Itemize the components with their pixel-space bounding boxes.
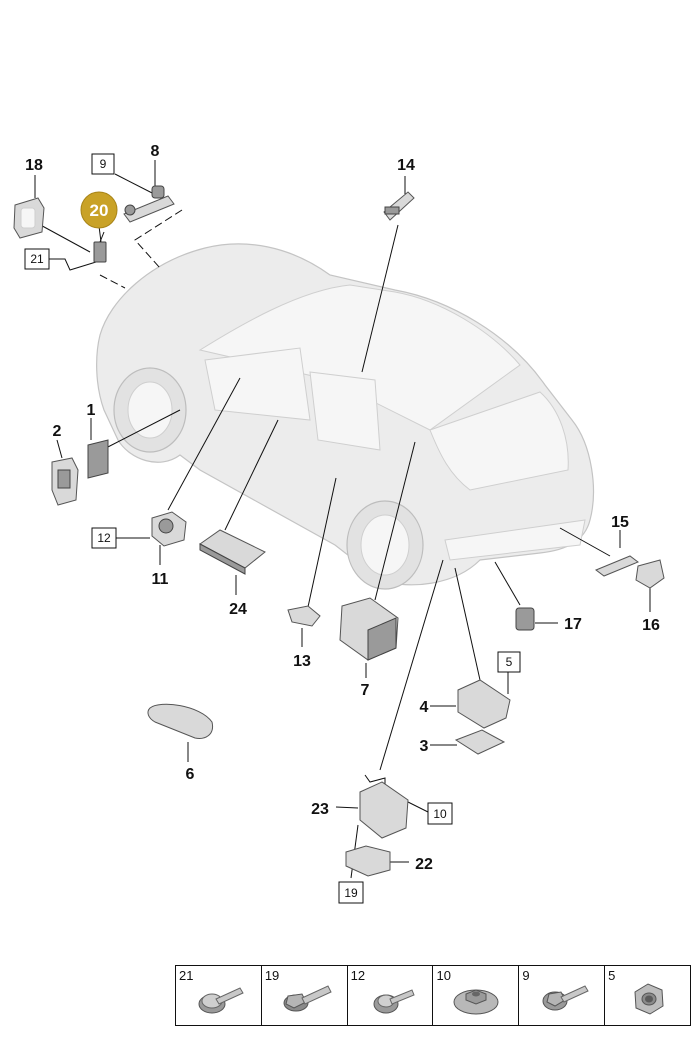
part-23-bracket	[359, 781, 409, 839]
callout-15: 15	[611, 514, 629, 531]
callout-17: 17	[564, 616, 582, 633]
part-3-plate	[454, 729, 506, 755]
collar-bolt-icon	[542, 985, 590, 1011]
flange-nut-icon	[453, 989, 499, 1015]
boxed-callout-12: 12	[91, 527, 117, 549]
badge-circle	[80, 191, 118, 229]
fastener-cell-12[interactable]: 12	[346, 965, 434, 1026]
callout-2: 2	[53, 423, 62, 440]
part-22-sensor	[345, 845, 391, 877]
parts	[13, 185, 665, 877]
callout-11: 11	[152, 571, 169, 588]
callout-1: 1	[87, 402, 96, 419]
svg-text:12: 12	[97, 531, 111, 545]
hex-bolt-icon	[283, 985, 332, 1012]
callout-8: 8	[151, 143, 160, 160]
callout-23: 23	[311, 801, 329, 818]
highlight-badge[interactable]: 20	[80, 191, 118, 229]
boxed-callout-19: 19	[338, 881, 364, 904]
callout-4: 4	[420, 699, 429, 716]
flange-bolt-icon	[198, 987, 244, 1014]
flange-screw-icon	[373, 989, 415, 1014]
vehicle-illustration	[96, 243, 595, 590]
callout-labels: 18 8 14 1 2 11 24 13 7 15 16 17 4 3 6 23…	[25, 143, 660, 873]
part-17-sensor	[515, 607, 535, 631]
boxed-callout-10: 10	[427, 802, 453, 825]
fastener-cell-5[interactable]: 5	[604, 965, 691, 1026]
callout-24: 24	[229, 601, 247, 618]
fastener-cell-9[interactable]: 9	[518, 965, 606, 1026]
part-13-sensor	[287, 605, 321, 627]
part-16-sensor	[635, 559, 665, 589]
callout-6: 6	[186, 766, 195, 783]
callout-14: 14	[397, 157, 415, 174]
part-6-cover	[147, 703, 214, 739]
fastener-label: 21	[179, 968, 194, 983]
part-4-bracket	[457, 679, 511, 729]
boxed-callout-9: 9	[91, 153, 115, 175]
fastener-label: 12	[350, 968, 366, 983]
callout-3: 3	[420, 738, 429, 755]
callout-18: 18	[25, 157, 43, 174]
fastener-cell-10[interactable]: 10	[432, 965, 520, 1026]
part-15-bar	[594, 555, 640, 577]
svg-text:10: 10	[433, 807, 447, 821]
part-20-sensor	[93, 241, 107, 263]
badge-label: 20	[90, 201, 109, 220]
fastener-cell-21[interactable]: 21	[175, 965, 262, 1026]
fastener-label: 10	[436, 968, 451, 983]
part-8-sensor	[123, 195, 175, 223]
svg-text:19: 19	[344, 886, 358, 900]
callout-16: 16	[642, 617, 660, 634]
svg-text:21: 21	[30, 252, 44, 266]
callout-13: 13	[293, 653, 311, 670]
hex-nut-icon	[634, 983, 664, 1015]
boxed-callout-21: 21	[24, 248, 50, 270]
fastener-label: 19	[264, 968, 280, 983]
leader-lines	[34, 160, 651, 879]
callout-7: 7	[361, 682, 370, 699]
fastener-label: 5	[608, 968, 616, 983]
part-14-module	[383, 191, 415, 221]
callout-22: 22	[415, 856, 433, 873]
fastener-label: 9	[522, 968, 530, 983]
svg-text:5: 5	[506, 655, 513, 669]
boxed-callouts: 9 21 12 5 10 19	[24, 153, 521, 904]
part-1-pad	[87, 439, 109, 479]
fastener-legend: 21 19 12 10	[175, 965, 691, 1026]
svg-text:9: 9	[100, 157, 107, 171]
boxed-callout-5: 5	[497, 651, 521, 673]
fastener-cell-19[interactable]: 19	[260, 965, 348, 1026]
